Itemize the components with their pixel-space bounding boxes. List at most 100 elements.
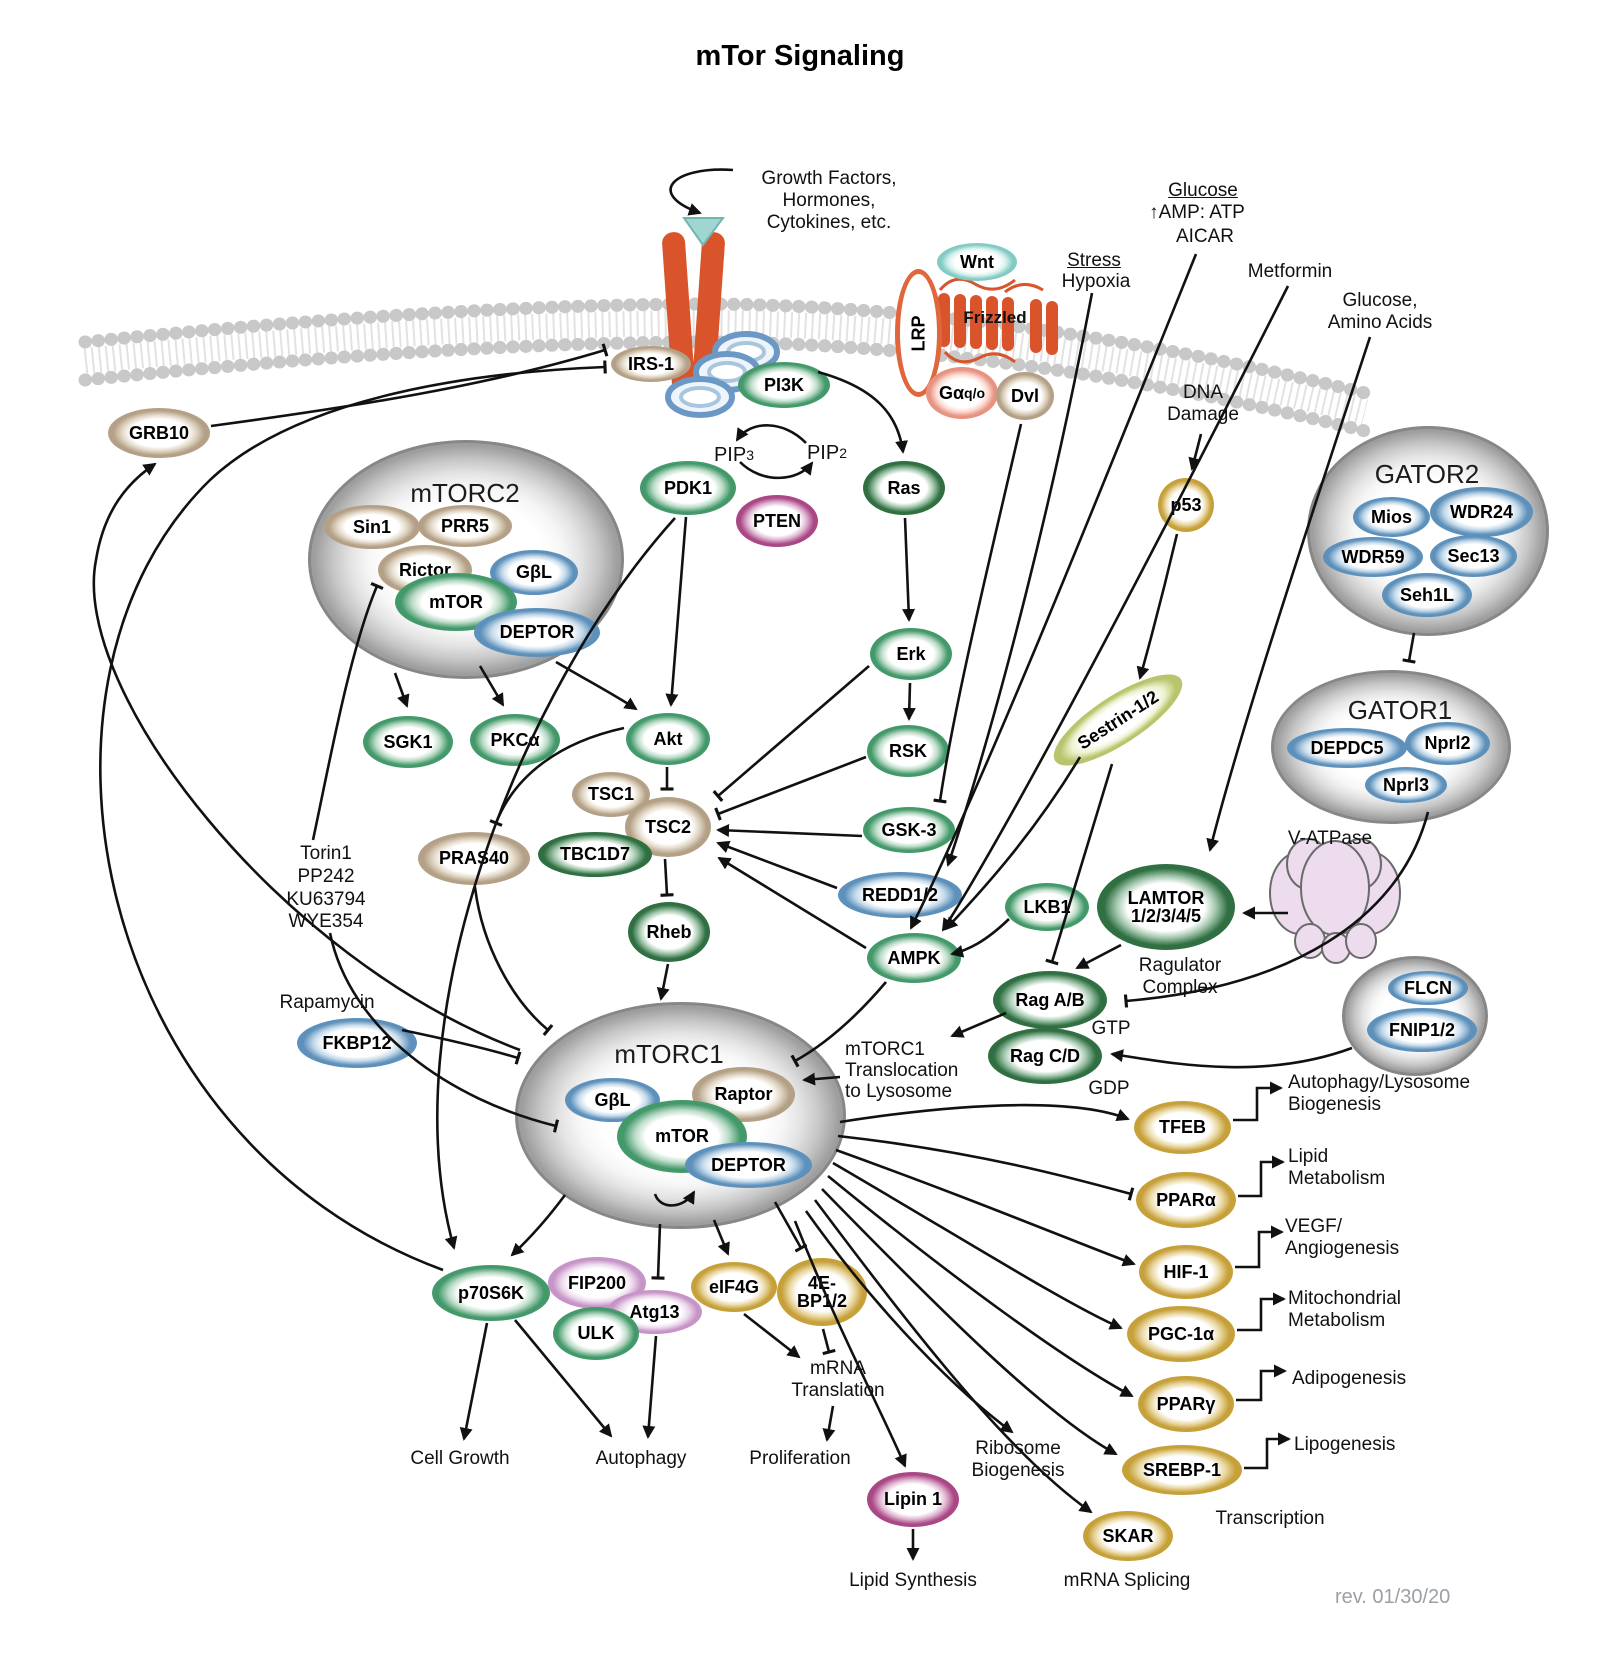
node-lipin1: Lipin 1	[867, 1472, 959, 1527]
edge-pip2-pip3	[735, 424, 807, 444]
node-seh1l: Seh1L	[1382, 573, 1472, 617]
mrna-translation-label: mRNA Translation	[791, 1358, 885, 1402]
edge-lamtor-ragab	[1075, 943, 1122, 970]
revision-label: rev. 01/30/20	[1335, 1586, 1451, 1608]
g-alpha-base: Gα	[938, 382, 965, 403]
edge-flcn-ragcd	[1110, 1046, 1353, 1069]
edge-mtorc1-srebp1	[821, 1188, 1118, 1456]
growth-factors-label: Growth Factors, Hormones, Cytokines, etc…	[761, 168, 897, 234]
node-dvl: Dvl	[996, 372, 1054, 420]
edge-ras-erk	[902, 517, 916, 622]
ragulator-label: Ragulator Complex	[1138, 955, 1222, 999]
edge-gator2-gator1	[1402, 632, 1416, 664]
node-erk: Erk	[870, 628, 952, 680]
edge-gsk3-tsc2	[716, 823, 863, 838]
node-ampk: AMPK	[867, 933, 961, 983]
node-pten: PTEN	[736, 495, 818, 547]
lipogenesis-label: Lipogenesis	[1294, 1434, 1396, 1455]
v-atpase-label: V-ATPase	[1287, 828, 1373, 849]
node-4ebp12: 4E- BP1/2	[777, 1258, 867, 1326]
pip2-sub: 2	[839, 445, 848, 462]
transcription-label: Transcription	[1215, 1508, 1325, 1529]
glucose-label: Glucose	[1168, 180, 1238, 201]
node-pgc1a: PGC-1α	[1127, 1306, 1235, 1362]
node-raptor: Raptor	[692, 1067, 795, 1122]
pip3-base: PIP	[713, 444, 747, 466]
gtp-label: GTP	[1091, 1018, 1131, 1039]
edge-sestrin-ragab	[1045, 763, 1114, 966]
mtorc1-title: mTORC1	[614, 1039, 724, 1069]
node-fkbp12: FKBP12	[297, 1018, 417, 1068]
mrna-splicing-label: mRNA Splicing	[1063, 1570, 1191, 1591]
edge-p70s6k-cellgrowth	[459, 1322, 489, 1441]
edge-dvl-gsk3	[933, 423, 1023, 804]
node-sec13: Sec13	[1430, 535, 1517, 577]
adipogenesis-label: Adipogenesis	[1292, 1368, 1407, 1389]
edge-mtorc1-ulk	[651, 1223, 665, 1280]
ligand-triangle-icon	[682, 217, 725, 247]
autophagy-label: Autophagy	[595, 1448, 687, 1469]
node-irs1: IRS-1	[611, 346, 691, 382]
node-rag-ab: Rag A/B	[993, 971, 1107, 1029]
edge-rsk-tsc2	[714, 755, 867, 821]
lipid-metabolism-label: Lipid Metabolism	[1288, 1146, 1386, 1190]
edge-pdk1-akt	[665, 516, 688, 707]
node-nprl3: Nprl3	[1365, 767, 1447, 803]
edge-pras40-mtorc1	[473, 886, 554, 1036]
node-p53: p53	[1158, 478, 1214, 532]
ribosome-biogenesis-label: Ribosome Biogenesis	[971, 1438, 1065, 1482]
edge-mtorc1-tfeb	[839, 1103, 1130, 1124]
edge-lkb1-ampk	[950, 918, 1010, 958]
hypoxia-label: Hypoxia	[1061, 271, 1131, 292]
edge-mtorc2-akt	[555, 660, 638, 711]
edge-mtorc1-ppara	[837, 1134, 1135, 1201]
edge-pi3k-ras	[817, 370, 908, 454]
autophagy-lysosome-label: Autophagy/Lysosome Biogenesis	[1288, 1072, 1471, 1116]
metformin-label: Metformin	[1247, 261, 1333, 282]
edge-ulk-autophagy	[642, 1335, 658, 1439]
edge-mtorc1-lipin1	[793, 1220, 907, 1468]
node-depdc5: DEPDC5	[1287, 728, 1407, 768]
edge-dnadamage-p53	[1188, 433, 1203, 471]
node-flcn: FLCN	[1388, 971, 1468, 1005]
edge-tfeb-autophagylysosome	[1233, 1081, 1283, 1122]
edge-ragab-translocation	[950, 1011, 1007, 1038]
g-alpha-sub: q/o	[964, 384, 986, 401]
rapamycin-label: Rapamycin	[279, 992, 375, 1013]
page-title: mTor Signaling	[695, 40, 905, 72]
edge-p53-sestrin	[1136, 533, 1179, 680]
node-deptor-mtorc1: DEPTOR	[685, 1142, 812, 1188]
gdp-label: GDP	[1088, 1078, 1130, 1099]
node-wdr24: WDR24	[1430, 487, 1533, 537]
node-hif1: HIF-1	[1139, 1245, 1233, 1299]
node-lrp-label: LRP	[908, 315, 928, 351]
node-rsk: RSK	[867, 725, 949, 777]
edge-pparg-adipogenesis	[1236, 1364, 1287, 1402]
node-tfeb: TFEB	[1134, 1101, 1231, 1154]
edge-srebp1-lipogenesis	[1244, 1432, 1291, 1470]
proliferation-label: Proliferation	[749, 1448, 851, 1469]
edge-translation-proliferation	[822, 1405, 836, 1442]
node-mios: Mios	[1353, 497, 1430, 537]
edge-mtorc1-4ebp12	[773, 1201, 808, 1253]
v-atpase-shape	[1269, 838, 1401, 964]
node-pparg: PPARγ	[1138, 1376, 1234, 1432]
edge-mtorc1-hif1	[835, 1148, 1136, 1267]
edge-erk-tsc2	[712, 665, 870, 802]
node-p70s6k: p70S6K	[432, 1265, 550, 1321]
node-rag-cd: Rag C/D	[988, 1028, 1102, 1084]
edge-erk-rsk	[902, 682, 916, 721]
node-pi3k: PI3K	[738, 362, 830, 408]
node-grb10: GRB10	[108, 408, 210, 458]
node-akt: Akt	[626, 713, 710, 765]
node-pkca: PKCα	[470, 714, 560, 766]
node-sestrin12: Sestrin-1/2	[1042, 659, 1194, 781]
pip2-base: PIP	[806, 442, 840, 464]
node-redd12: REDD1/2	[838, 872, 962, 918]
node-tbc1d7: TBC1D7	[538, 832, 652, 877]
node-ulk: ULK	[553, 1307, 639, 1360]
edge-mtorc1-p70s6k	[510, 1194, 567, 1257]
mitochondrial-metabolism-label: Mitochondrial Metabolism	[1288, 1288, 1401, 1332]
